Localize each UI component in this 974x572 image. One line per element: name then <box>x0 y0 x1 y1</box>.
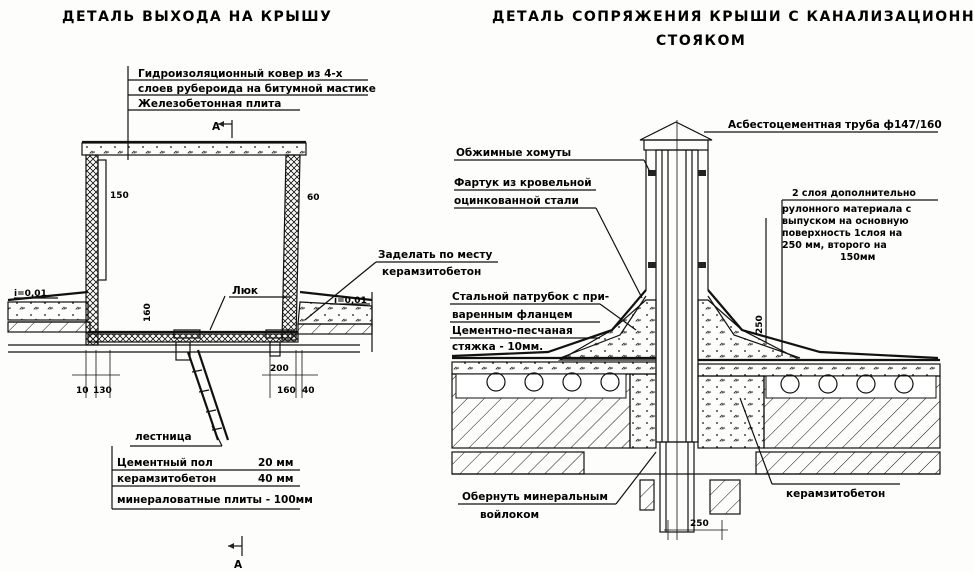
bottom-dimensions-left: 10 130 200 160 40 <box>72 350 318 398</box>
right-title-1: ДЕТАЛЬ СОПРЯЖЕНИЯ КРЫШИ С КАНАЛИЗАЦИОННЫ… <box>492 8 974 25</box>
top-leader-block: Гидроизоляционный ковер из 4-х слоев руб… <box>127 66 376 160</box>
label-screed-2: стяжка - 10мм. <box>452 341 543 353</box>
label-floor-3: минераловатные плиты - 100мм <box>117 494 313 506</box>
apron-flashing <box>451 289 939 361</box>
section-marker-bottom: А <box>228 536 243 571</box>
label-floor-2-name: керамзитобетон <box>117 473 216 485</box>
label-steel-2: варенным фланцем <box>452 309 573 321</box>
roof-exit-box: 150 60 <box>81 140 320 346</box>
left-title: ДЕТАЛЬ ВЫХОДА НА КРЫШУ <box>62 9 332 25</box>
section-marker-top: А <box>212 120 233 138</box>
dim-160-v: 160 <box>143 303 153 322</box>
dim-130: 130 <box>93 386 112 396</box>
label-ladder: лестница <box>135 431 192 443</box>
bottom-dimension-right: 250 <box>664 519 728 540</box>
steel-socket-label: Стальной патрубок с при- варенным фланце… <box>450 291 637 353</box>
seal-leader: Заделать по месту керамзитобетон <box>304 249 498 321</box>
apron-label: Фартук из кровельной оцинкованной стали <box>454 177 643 299</box>
floor-layers: Люк 160 <box>87 285 299 361</box>
label-floor-1-name: Цементный пол <box>117 457 213 469</box>
label-floor-1-val: 20 мм <box>258 457 293 469</box>
slope-left: i=0,01 <box>14 289 47 299</box>
dim-10: 10 <box>76 386 89 396</box>
label-floor-2-val: 40 мм <box>258 473 293 485</box>
label-extra-2: рулонного материала с <box>782 204 911 215</box>
label-extra-6: 150мм <box>840 252 875 263</box>
label-extra-3: выпуском на основную <box>782 216 909 227</box>
section-a-bottom: А <box>234 559 243 571</box>
ladder-drawing <box>186 349 230 441</box>
label-hatch: Люк <box>232 285 258 297</box>
label-seal-2: керамзитобетон <box>382 266 481 278</box>
left-roof: i=0,01 <box>7 289 360 353</box>
clamps-label: Обжимные хомуты <box>454 147 651 173</box>
label-apron-2: оцинкованной стали <box>454 195 579 207</box>
dim-250-v: 250 <box>755 315 765 334</box>
label-wrap-2: войлоком <box>480 509 539 521</box>
wrap-label: Обернуть минеральным войлоком <box>458 451 657 521</box>
dim-60: 60 <box>307 193 320 203</box>
label-screed-1: Цементно-песчаная <box>452 325 573 337</box>
label-clamps: Обжимные хомуты <box>456 147 571 159</box>
pipe-label: Асбестоцементная труба ф147/160 <box>704 119 942 133</box>
label-keramzit: керамзитобетон <box>786 488 885 500</box>
floor-legend: лестница Цементный пол 20 мм керамзитобе… <box>111 425 313 510</box>
dim-150: 150 <box>110 191 129 201</box>
extra-layers-label: 2 слоя дополнительно рулонного материала… <box>755 188 938 356</box>
dim-40: 40 <box>302 386 315 396</box>
label-steel-1: Стальной патрубок с при- <box>452 291 609 303</box>
label-waterproof-2: слоев рубероида на битумной мастике <box>138 83 376 95</box>
dim-200: 200 <box>270 364 289 374</box>
label-wrap-1: Обернуть минеральным <box>462 491 608 503</box>
keramzit-label: керамзитобетон <box>739 397 900 500</box>
dim-250: 250 <box>690 519 709 529</box>
slope-right: i=0,01 <box>334 296 367 306</box>
label-seal-1: Заделать по месту <box>378 249 492 261</box>
label-extra-4: поверхность 1слоя на <box>782 228 902 239</box>
label-pipe: Асбестоцементная труба ф147/160 <box>728 119 942 131</box>
right-title-2: СТОЯКОМ <box>656 33 746 49</box>
right-roof: i=0,01 <box>297 290 373 352</box>
roof-layers <box>451 356 941 515</box>
label-apron-1: Фартук из кровельной <box>454 177 592 189</box>
label-extra-5: 250 мм, второго на <box>782 240 887 251</box>
dim-160: 160 <box>277 386 296 396</box>
label-waterproof-1: Гидроизоляционный ковер из 4-х <box>138 68 343 80</box>
label-extra-1: 2 слоя дополнительно <box>792 188 916 199</box>
label-slab: Железобетонная плита <box>138 98 281 110</box>
section-a-top: А <box>212 121 221 133</box>
vent-pipe <box>639 120 713 540</box>
